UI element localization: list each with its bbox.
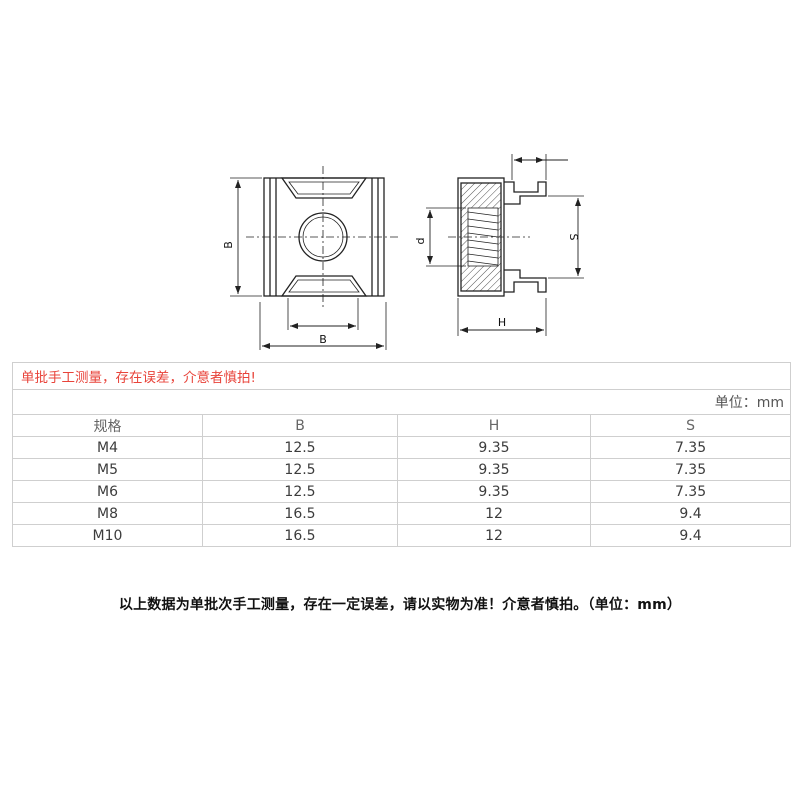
warning-text: 单批手工测量，存在误差，介意者慎拍! bbox=[11, 362, 792, 390]
dim-label-b-side: B bbox=[222, 241, 235, 249]
table-row: M5 12.5 9.35 7.35 bbox=[12, 458, 792, 481]
table-row: M4 12.5 9.35 7.35 bbox=[12, 436, 792, 459]
table-cell: 9.4 bbox=[589, 502, 792, 525]
front-view bbox=[230, 166, 400, 350]
dim-label-b-bottom: B bbox=[319, 333, 327, 346]
table-cell: 12 bbox=[397, 524, 591, 547]
table-cell: 12.5 bbox=[202, 436, 398, 459]
table-cell: M6 bbox=[12, 480, 203, 503]
header-cell-b: B bbox=[202, 414, 398, 437]
technical-drawing: B B bbox=[222, 154, 584, 350]
header-cell-spec: 规格 bbox=[12, 414, 203, 437]
footer-note: 以上数据为单批次手工测量，存在一定误差，请以实物为准！介意者慎拍。（单位：mm） bbox=[118, 597, 682, 613]
table-header-row: 规格 B H S bbox=[12, 414, 792, 437]
header-cell-h: H bbox=[397, 414, 591, 437]
dim-label-s: S bbox=[567, 234, 580, 241]
unit-text: 单位：mm bbox=[11, 389, 792, 415]
table-cell: M5 bbox=[12, 458, 203, 481]
table-cell: 7.35 bbox=[589, 458, 792, 481]
dim-label-d: d bbox=[414, 238, 427, 245]
table-row: M10 16.5 12 9.4 bbox=[12, 524, 792, 547]
warning-row: 单批手工测量，存在误差，介意者慎拍! bbox=[11, 362, 792, 390]
table-cell: 12.5 bbox=[202, 480, 398, 503]
table-cell: 12.5 bbox=[202, 458, 398, 481]
table-cell: 9.35 bbox=[397, 480, 591, 503]
dim-label-h: H bbox=[498, 316, 506, 329]
table-cell: 9.35 bbox=[397, 458, 591, 481]
table-cell: 16.5 bbox=[202, 524, 398, 547]
spec-table: 单批手工测量，存在误差，介意者慎拍! 单位：mm 规格 B H S M4 12.… bbox=[11, 362, 792, 547]
table-cell: M10 bbox=[12, 524, 203, 547]
table-cell: 7.35 bbox=[589, 436, 792, 459]
side-view bbox=[426, 154, 584, 336]
table-cell: 16.5 bbox=[202, 502, 398, 525]
table-cell: 9.35 bbox=[397, 436, 591, 459]
table-cell: M8 bbox=[12, 502, 203, 525]
table-cell: M4 bbox=[12, 436, 203, 459]
header-cell-s: S bbox=[589, 414, 792, 437]
table-row: M6 12.5 9.35 7.35 bbox=[12, 480, 792, 503]
unit-row: 单位：mm bbox=[11, 389, 792, 415]
table-cell: 12 bbox=[397, 502, 591, 525]
table-row: M8 16.5 12 9.4 bbox=[12, 502, 792, 525]
table-cell: 9.4 bbox=[589, 524, 792, 547]
table-cell: 7.35 bbox=[589, 480, 792, 503]
